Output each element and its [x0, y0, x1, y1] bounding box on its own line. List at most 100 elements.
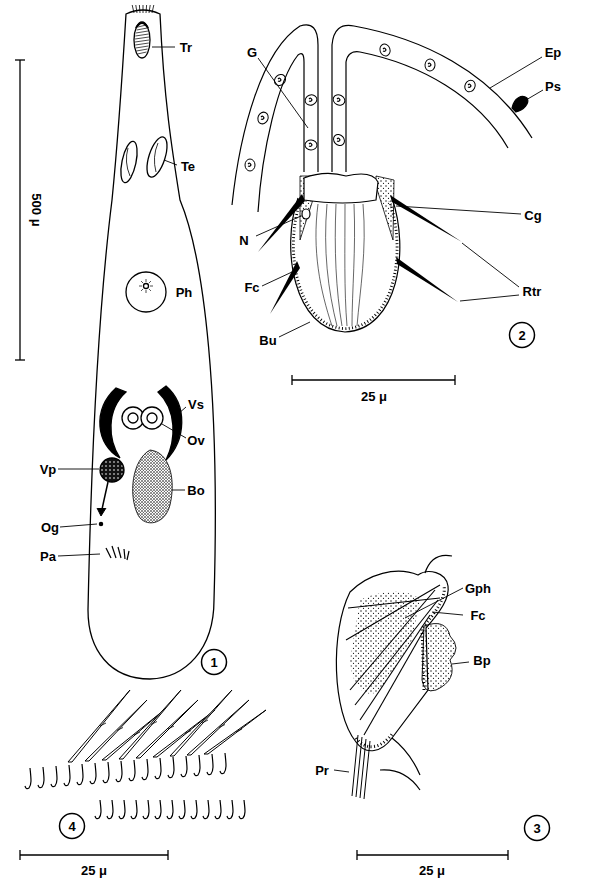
leader-line [162, 424, 186, 438]
part-label: Fc [469, 609, 486, 622]
hook [207, 754, 213, 775]
muscle-fibre [355, 600, 438, 705]
tissue [425, 555, 452, 573]
scale-bar [20, 854, 168, 855]
leader-line [334, 588, 469, 772]
trichocyst-organ [136, 31, 148, 33]
leader-line [279, 322, 310, 337]
trichocyst-organ [135, 40, 149, 42]
part-label: Pa [39, 550, 57, 563]
figure-3-organ [334, 555, 508, 860]
scale-label: 25 μ [360, 390, 388, 403]
pharynx [146, 290, 147, 293]
muscle-fibre [348, 598, 440, 608]
spine [100, 723, 106, 726]
spine [134, 732, 140, 735]
leader-line [526, 90, 543, 100]
leader-line [164, 160, 177, 165]
nucleus [245, 159, 255, 171]
genital-pore [99, 522, 102, 525]
leader-line [58, 47, 186, 556]
part-label: Vs [187, 398, 205, 411]
retractor-muscle [258, 194, 462, 314]
retractor-muscle [270, 261, 300, 314]
papillae [124, 549, 125, 559]
spine [168, 726, 174, 729]
nucleus [337, 138, 340, 141]
spine [102, 710, 164, 760]
part-label: Ps [544, 80, 562, 93]
hook [25, 768, 31, 789]
scale-bar [292, 375, 455, 385]
part-label: Fc [243, 281, 260, 294]
scale-bar [357, 854, 508, 855]
figure-2-proboscis [232, 25, 543, 385]
hook [95, 800, 101, 819]
hook [191, 800, 197, 819]
figure-number: 3 [523, 814, 551, 842]
ovary [141, 407, 163, 429]
hook [90, 763, 96, 784]
hook [181, 756, 187, 777]
leader-line [152, 47, 175, 48]
spine [204, 710, 266, 754]
leader-line [172, 490, 185, 491]
part-label: Bo [186, 484, 205, 497]
trichocyst-organ [136, 46, 149, 48]
hook [155, 758, 161, 779]
trichocyst-organ [137, 28, 148, 30]
scale-bar [356, 850, 357, 860]
nucleus [331, 93, 346, 107]
number-circle [525, 816, 550, 841]
muscle-fibre [316, 204, 364, 326]
scale-bar [357, 850, 508, 860]
papillae [112, 546, 116, 558]
leader-line [256, 57, 543, 337]
pharynx [149, 281, 151, 283]
part-label: Bu [258, 334, 277, 347]
part-label: Gph [464, 582, 492, 595]
hook [77, 764, 83, 785]
hook [25, 753, 245, 819]
muscle-fibre [357, 204, 364, 326]
trichocyst-organ [134, 22, 150, 58]
pharynx [141, 281, 143, 283]
muscle-fibre [345, 204, 347, 326]
pharynx [150, 286, 153, 287]
part-label: Rtr [522, 285, 543, 298]
hook [51, 766, 57, 787]
scale-bar [454, 375, 455, 385]
trichocyst-organ [135, 43, 149, 45]
spine [202, 720, 208, 723]
leader-line [462, 243, 519, 287]
trichocyst-organ [135, 34, 148, 36]
epidermis [258, 54, 304, 212]
nucleus [272, 72, 288, 88]
leader-line [490, 57, 542, 88]
pharynx [144, 284, 149, 289]
nucleus [278, 78, 281, 81]
body-outline [88, 10, 215, 679]
hook [168, 757, 174, 778]
hook [227, 800, 233, 819]
part-label: Ov [186, 434, 205, 447]
scale-bar [167, 850, 168, 860]
retractor-muscle [396, 257, 458, 302]
part-label: Tr [179, 41, 193, 54]
scale-bar [15, 359, 25, 360]
nucleus [245, 43, 477, 171]
tissue [380, 770, 420, 790]
cilia [146, 5, 148, 13]
leader-line [256, 216, 301, 236]
hook [131, 800, 137, 819]
protractor-muscle [364, 741, 370, 799]
cilia [149, 5, 150, 13]
bursa [133, 450, 173, 523]
scale-bar [15, 60, 25, 360]
bulb [291, 198, 400, 332]
hook [203, 800, 209, 819]
pharynx [141, 289, 143, 291]
nucleus [425, 59, 436, 72]
scale-bar [292, 379, 455, 380]
pharynx [146, 279, 147, 282]
